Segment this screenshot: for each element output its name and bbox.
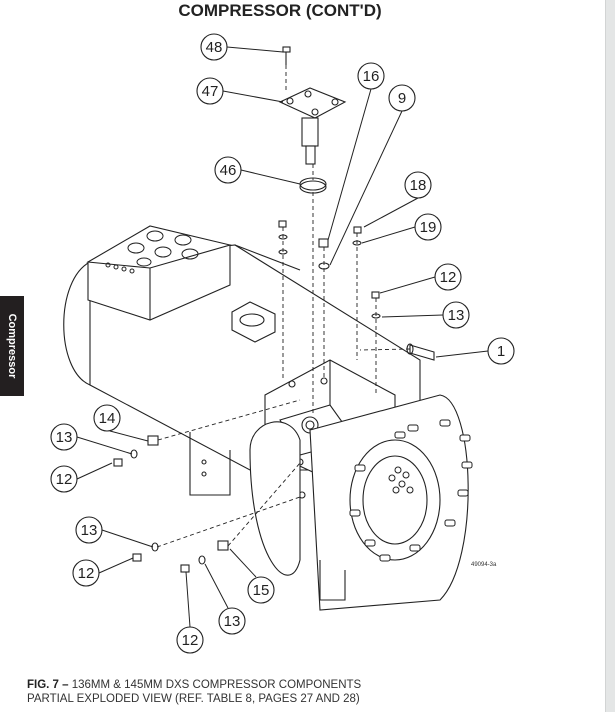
callout-13: 13	[218, 607, 246, 635]
svg-text:13: 13	[224, 613, 241, 630]
callout-1: 1	[487, 337, 515, 365]
callout-48: 48	[200, 33, 228, 61]
callout-12: 12	[434, 263, 462, 291]
callout-14: 14	[93, 404, 121, 432]
figure-caption: FIG. 7 – 136MM & 145MM DXS COMPRESSOR CO…	[27, 678, 361, 706]
svg-text:9: 9	[398, 90, 406, 107]
svg-text:12: 12	[440, 269, 457, 286]
caption-line2: PARTIAL EXPLODED VIEW (REF. TABLE 8, PAG…	[27, 693, 360, 705]
svg-text:15: 15	[253, 582, 270, 599]
scrollbar[interactable]	[605, 0, 615, 712]
svg-text:46: 46	[220, 162, 237, 179]
figure-code: 49094-3a	[471, 562, 497, 568]
svg-text:12: 12	[56, 471, 73, 488]
svg-text:14: 14	[99, 410, 116, 427]
callout-15: 15	[247, 576, 275, 604]
svg-text:47: 47	[202, 83, 219, 100]
svg-text:13: 13	[56, 429, 73, 446]
section-tab[interactable]: Compressor	[0, 296, 24, 396]
compressor-body	[63, 225, 473, 611]
svg-text:48: 48	[206, 39, 223, 56]
page-title: COMPRESSOR (CONT'D)	[178, 1, 382, 20]
svg-text:16: 16	[363, 68, 380, 85]
svg-text:18: 18	[410, 177, 427, 194]
callout-46: 46	[214, 156, 242, 184]
svg-text:12: 12	[182, 632, 199, 649]
leader-lines	[76, 46, 489, 628]
svg-text:13: 13	[448, 307, 465, 324]
svg-text:19: 19	[420, 219, 437, 236]
caption-label: FIG. 7 –	[27, 679, 69, 691]
callout-12: 12	[72, 559, 100, 587]
callout-9: 9	[388, 84, 416, 112]
callout-13: 13	[75, 516, 103, 544]
callout-13: 13	[50, 423, 78, 451]
callout-12: 12	[176, 626, 204, 654]
callout-18: 18	[404, 171, 432, 199]
callout-47: 47	[196, 77, 224, 105]
svg-text:12: 12	[78, 565, 95, 582]
svg-text:1: 1	[497, 343, 505, 360]
callout-13: 13	[442, 301, 470, 329]
caption-line1: 136MM & 145MM DXS COMPRESSOR COMPONENTS	[71, 679, 362, 691]
svg-text:13: 13	[81, 522, 98, 539]
callout-19: 19	[414, 213, 442, 241]
assembly-lines	[156, 65, 411, 548]
callout-12: 12	[50, 465, 78, 493]
callout-16: 16	[357, 62, 385, 90]
